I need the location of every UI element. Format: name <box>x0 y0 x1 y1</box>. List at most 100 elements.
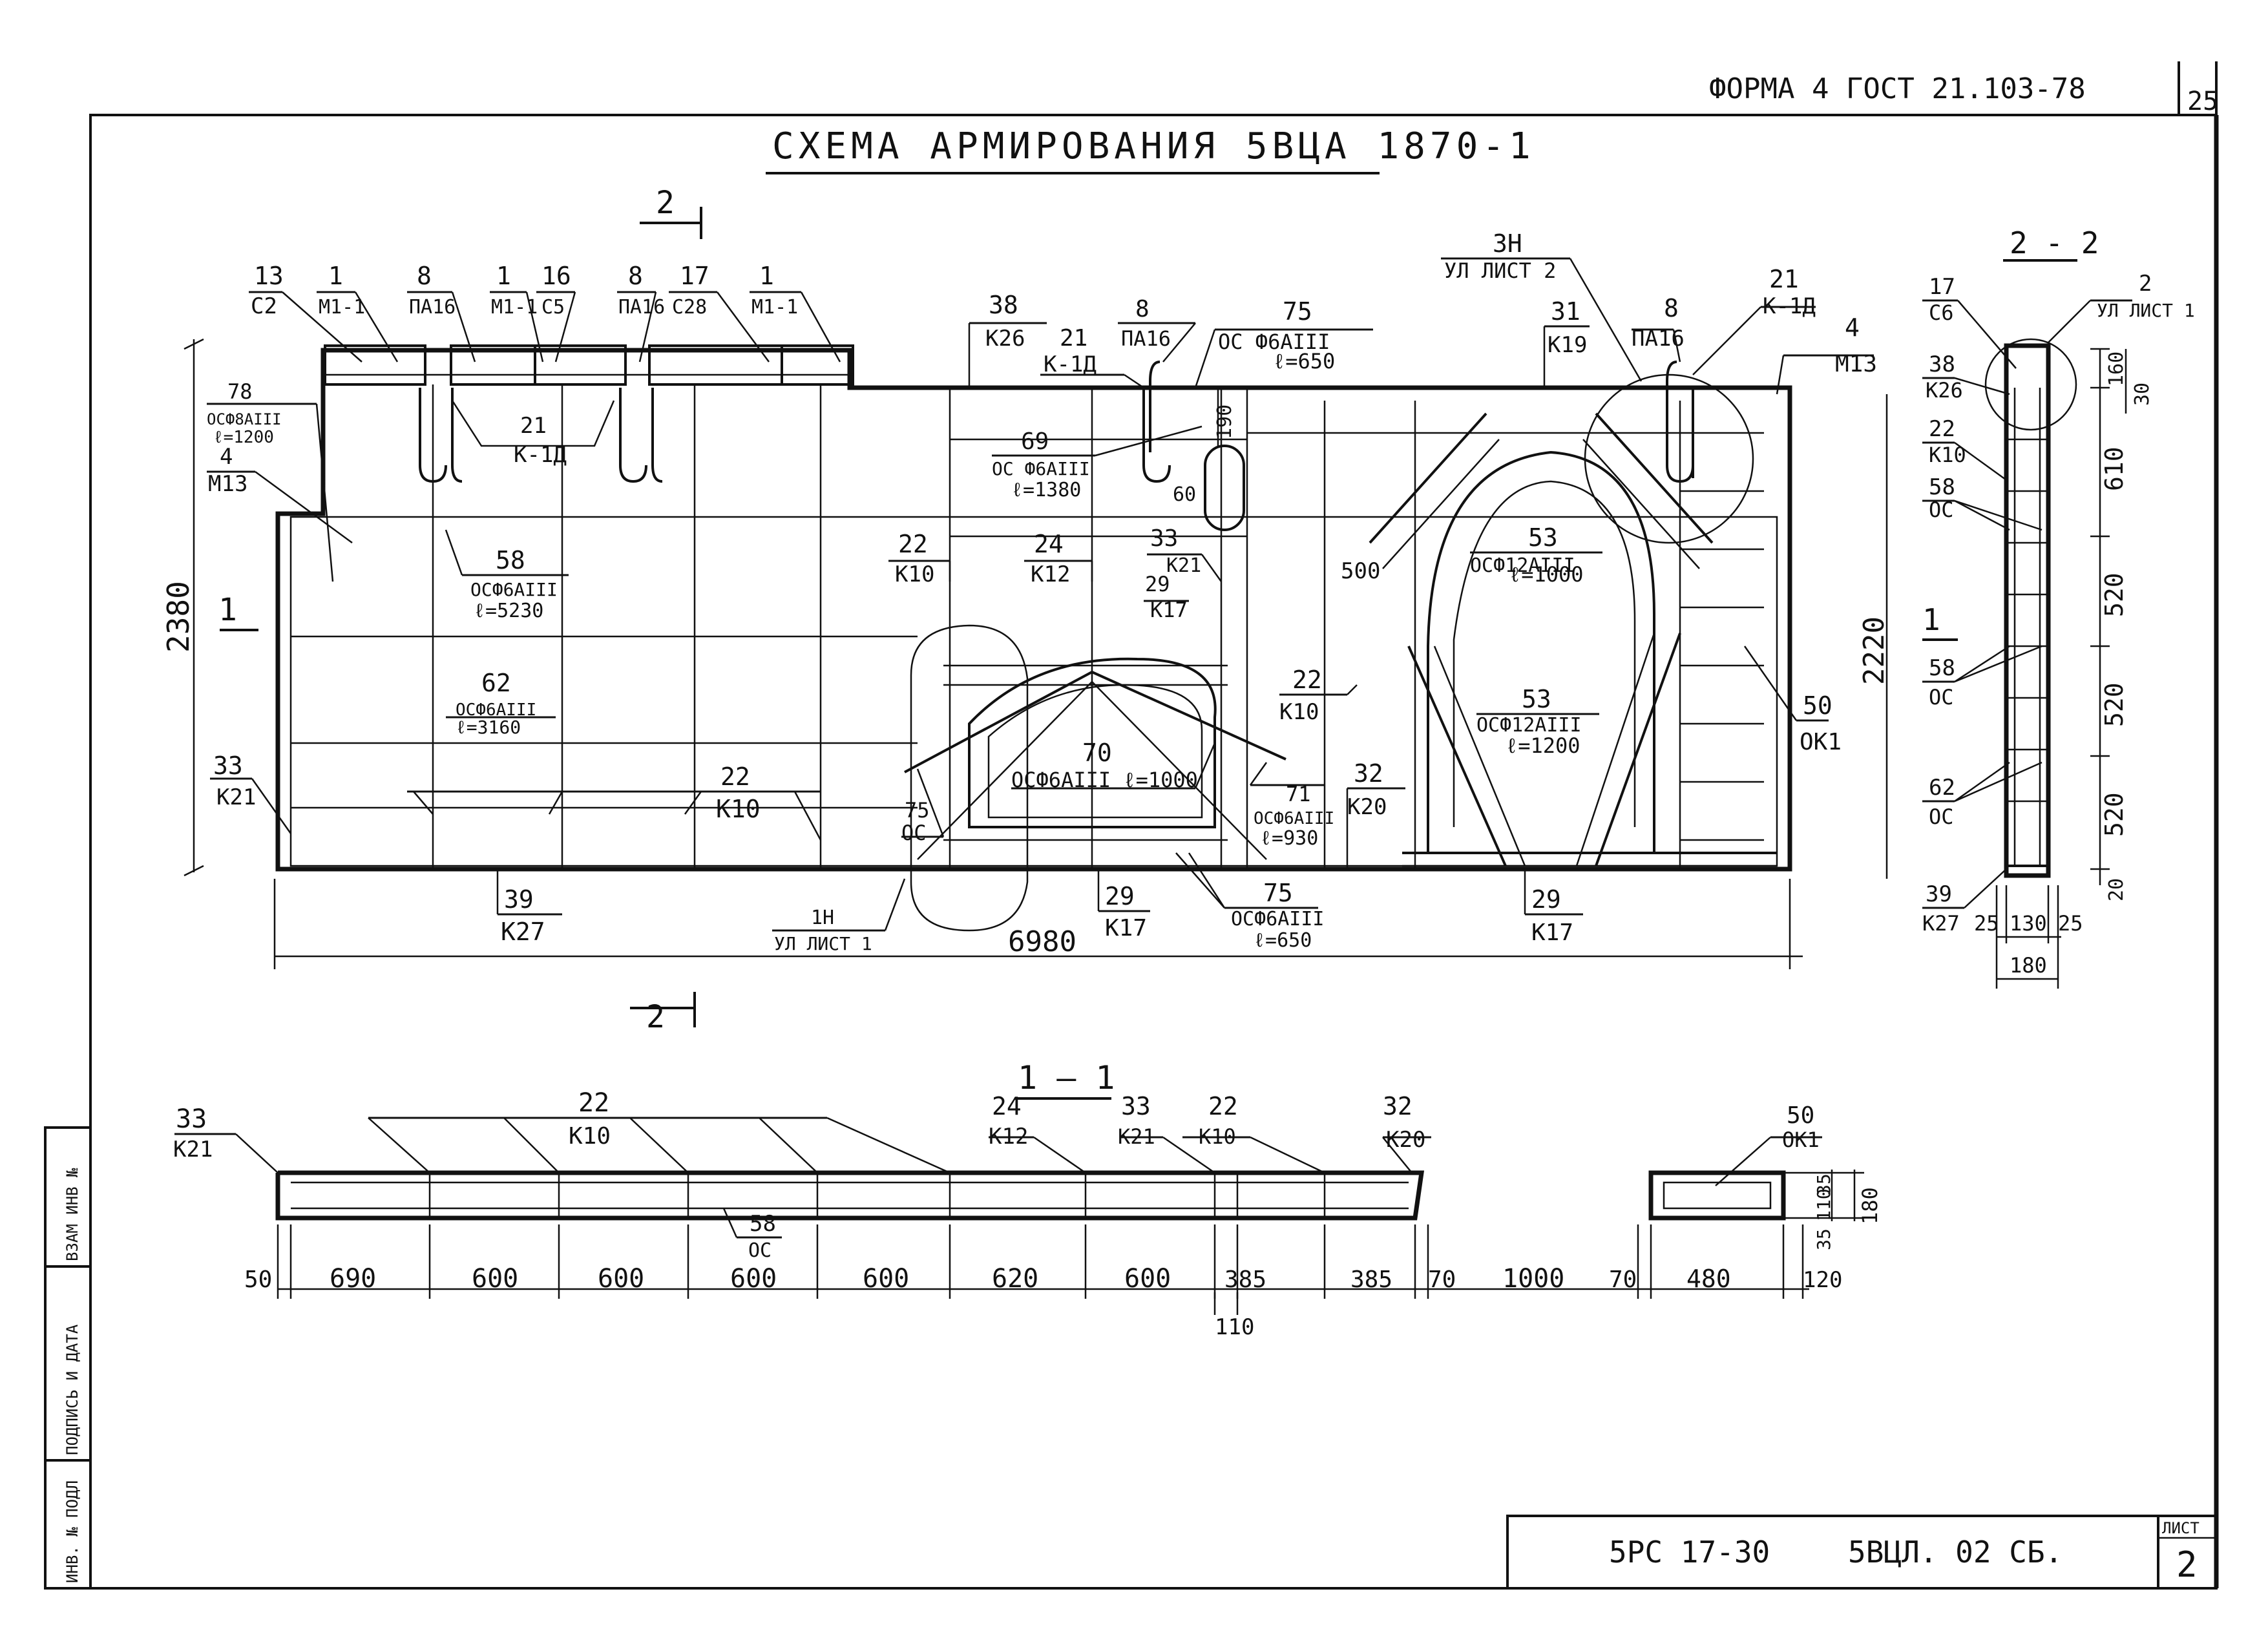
callout-62-length: ℓ=3160 <box>456 717 521 738</box>
page-number: 25 <box>2187 87 2218 116</box>
callout-62-num: 62 <box>481 669 511 697</box>
top-callout-5-num: 16 <box>541 262 571 290</box>
sec11-callout-5-num: 22 <box>1208 1092 1238 1120</box>
sec11-dim-3: 600 <box>472 1264 518 1294</box>
sec11-callout-7-num: 50 <box>1787 1102 1814 1129</box>
sec22-dim-20: 20 <box>2105 878 2128 901</box>
section-mark-bottom: 2 <box>646 999 665 1035</box>
sec22-callout-8-num: 39 <box>1926 881 1952 907</box>
section-mark-right: 1 <box>1922 602 1940 637</box>
sec11-callout-3-code: К12 <box>989 1124 1028 1150</box>
sec22-dim-160: 160 <box>2105 352 2128 386</box>
callout-78-length: ℓ=1200 <box>213 428 274 447</box>
stamp-code-left: 5РС 17-30 <box>1609 1535 1770 1570</box>
side-stamp-3: ВЗАМ ИНВ № <box>63 1168 81 1261</box>
sec11-dim-14: 480 <box>1686 1265 1731 1293</box>
callout-53a-num: 53 <box>1528 523 1558 552</box>
sec22-callout-2-num: 2 <box>2139 271 2152 297</box>
dim-60: 60 <box>1173 483 1196 506</box>
callout-4a-code: М13 <box>208 471 247 497</box>
top-callout-3-code: ПА16 <box>409 296 456 319</box>
sec11-dim-8: 600 <box>1124 1264 1171 1294</box>
callout-70-num: 70 <box>1082 739 1112 767</box>
side-stamp-1: ИНВ. № ПОДЛ <box>63 1480 81 1583</box>
callout-21a-code: К-1Д <box>514 442 567 468</box>
sec11-callout-1-code: К21 <box>173 1137 213 1162</box>
sec11-callout-8-num: 58 <box>750 1211 776 1237</box>
sec11-dim-13: 70 <box>1609 1266 1637 1293</box>
sec11-callout-7-code: ОК1 <box>1782 1128 1820 1152</box>
sec22-callout-6-num: 58 <box>1929 655 1955 681</box>
sec22-dim-30: 30 <box>2131 383 2154 406</box>
sec22-callout-6-code: ОС <box>1929 685 1954 709</box>
callout-21c-num: 21 <box>1769 265 1799 293</box>
sec22-callout-5-num: 58 <box>1929 474 1955 500</box>
callout-21a-num: 21 <box>520 413 547 439</box>
top-callout-3-num: 8 <box>417 262 432 290</box>
sec11-dim-1: 50 <box>244 1266 272 1293</box>
sec11-dim-2: 690 <box>330 1264 376 1294</box>
sec11-callout-8-code: ОС <box>748 1239 772 1262</box>
top-callout-7-code: С28 <box>672 296 707 319</box>
callout-24-code: К12 <box>1031 562 1070 587</box>
callout-53b-length: ℓ=1200 <box>1506 733 1580 758</box>
sec22-dim-130: 130 <box>2010 911 2047 936</box>
callout-3n-num: 3Н <box>1493 229 1522 258</box>
sec11-dim-110: 110 <box>1215 1314 1254 1340</box>
callout-70-code: ОСФ6АIII ℓ=1000 <box>1011 768 1198 792</box>
callout-53b-num: 53 <box>1522 685 1551 713</box>
callout-75a-code: ОС Ф6АIII <box>1218 330 1330 354</box>
top-callout-6-code: ПА16 <box>618 296 665 319</box>
section-1-1-geometry <box>174 1117 1864 1299</box>
sec22-callout-2-ref: УЛ ЛИСТ 1 <box>2097 300 2195 321</box>
callout-75b-code: ОС <box>901 821 927 845</box>
callout-75b-num: 75 <box>905 798 930 823</box>
section-mark-left: 1 <box>218 592 237 628</box>
callout-78-num: 78 <box>227 379 253 404</box>
top-callout-8-code: М1-1 <box>751 296 798 319</box>
callout-62-code: ОСФ6АIII <box>456 700 536 720</box>
callout-39-code: К27 <box>501 918 545 946</box>
sec11-callout-4-code: К21 <box>1118 1124 1155 1149</box>
stamp-code-right: 5ВЦЛ. 02 СБ. <box>1848 1535 2063 1570</box>
top-callout-1-code: С2 <box>251 293 277 319</box>
callout-71-code: ОСФ6АIII <box>1254 809 1334 828</box>
top-callout-4-num: 1 <box>496 262 511 290</box>
sec11-callout-6-code: К20 <box>1386 1127 1425 1153</box>
callout-58a-num: 58 <box>496 546 525 574</box>
section-view-2-2: 2 - 2 <box>2010 226 2099 260</box>
top-callout-2-code: М1-1 <box>319 296 365 319</box>
sec11-vdim-35a: 35 <box>1813 1173 1834 1195</box>
sec22-callout-3-code: К26 <box>1926 378 1963 403</box>
callout-71-num: 71 <box>1286 782 1311 806</box>
callout-53b-code: ОСФ12АIII <box>1476 714 1582 737</box>
sec11-dim-12: 1000 <box>1502 1264 1564 1294</box>
callout-75c-num: 75 <box>1263 879 1293 907</box>
sec11-dim-10: 385 <box>1350 1266 1392 1293</box>
dim-inner-height: 2220 <box>1858 616 1891 685</box>
callout-21c-code: К-1Д <box>1763 293 1816 319</box>
sec22-dim-520-1: 520 <box>2100 572 2128 617</box>
sec11-callout-2-code: К10 <box>569 1123 611 1150</box>
callout-75a-length: ℓ=650 <box>1273 349 1335 373</box>
form-label: ФОРМА 4 ГОСТ 21.103-78 <box>1709 72 2086 105</box>
sec22-dim-520-3: 520 <box>2100 792 2128 837</box>
callout-8b-code: ПА16 <box>1121 326 1171 351</box>
section-2-2-geometry <box>1922 299 2132 989</box>
callout-69-length: ℓ=1380 <box>1011 479 1081 501</box>
sec11-callout-1-num: 33 <box>176 1104 207 1134</box>
sec11-dim-6: 600 <box>863 1264 909 1294</box>
callout-69-code: ОС Ф6АIII <box>992 458 1090 479</box>
callout-31-num: 31 <box>1551 297 1580 326</box>
sec22-callout-4-num: 22 <box>1929 416 1955 442</box>
sec22-callout-8-code: К27 <box>1922 911 1960 936</box>
sec11-callout-5-code: К10 <box>1199 1124 1236 1149</box>
callout-24-num: 24 <box>1034 530 1064 558</box>
callout-75c-code: ОСФ6АIII <box>1231 908 1325 930</box>
sec22-callout-3-num: 38 <box>1929 352 1955 377</box>
sec11-dim-9: 385 <box>1224 1266 1266 1293</box>
elevation-dimensions <box>184 338 1888 969</box>
callout-22a-code: К10 <box>716 795 761 823</box>
sec22-dim-25b: 25 <box>2058 911 2083 936</box>
sec22-callout-7-code: ОС <box>1929 804 1954 829</box>
